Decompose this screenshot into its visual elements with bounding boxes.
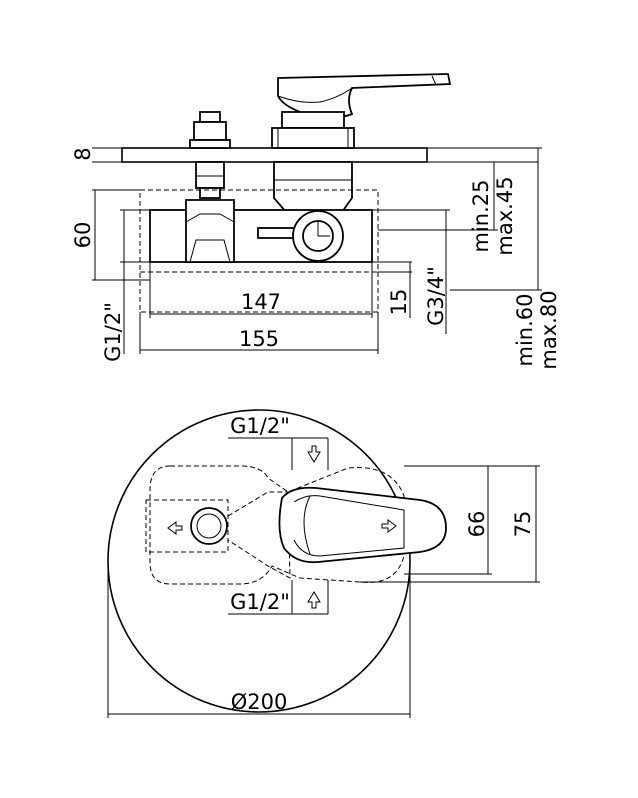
diverter-knob-side <box>189 111 231 199</box>
dim-height-outer: 75 <box>360 465 540 583</box>
dim-width-inner: 147 <box>149 262 373 318</box>
dim-total-depth: min.60 max.80 <box>427 147 561 370</box>
label-width-outer: 155 <box>239 327 279 351</box>
dim-inlet-bottom: G1/2" <box>228 580 329 615</box>
label-inlet-top: G1/2" <box>230 414 290 438</box>
box-outline-front-dashed <box>149 465 405 585</box>
label-body-height: 60 <box>71 222 95 249</box>
cover-plate <box>121 147 428 163</box>
dim-outlet-thread: G3/4" <box>372 209 450 334</box>
arrow-down-icon <box>307 445 321 463</box>
dim-depth-range: min.25 max.45 <box>378 161 538 256</box>
lever-handle-front <box>278 486 447 564</box>
diverter-knob-front <box>190 507 228 545</box>
label-height-outer: 75 <box>511 511 535 538</box>
label-depth-max: max.45 <box>493 176 517 255</box>
lever-handle-side <box>271 73 452 149</box>
dim-inlet-top: G1/2" <box>228 414 329 470</box>
flow-arrows <box>167 445 397 609</box>
dim-plate-thickness: 8 <box>71 147 122 163</box>
dim-width-outer: 155 <box>139 312 379 354</box>
cartridge-side <box>273 161 353 213</box>
side-view: 8 60 G1/2" 147 155 <box>71 73 561 370</box>
label-width-inner: 147 <box>241 290 281 314</box>
label-offset: 15 <box>387 289 411 316</box>
dim-body-height: 60 <box>71 189 150 281</box>
cover-plate-front <box>107 409 411 713</box>
label-outlet-thread: G3/4" <box>424 266 448 326</box>
dim-inlet-thread-side: G1/2" <box>101 209 150 362</box>
label-inlet-thread-side: G1/2" <box>101 302 125 362</box>
box-outline-dashed <box>139 189 379 313</box>
label-total-max: max.80 <box>537 290 561 369</box>
arrow-up-icon <box>307 591 321 609</box>
front-view: G1/2" G1/2" 66 75 Ø200 <box>107 409 540 718</box>
label-inlet-bottom: G1/2" <box>230 590 290 614</box>
dim-offset: 15 <box>372 261 412 318</box>
label-total-min: min.60 <box>513 294 537 367</box>
label-plate-thickness: 8 <box>71 147 95 160</box>
dim-plate-diameter: Ø200 <box>107 561 411 718</box>
valve-body-side <box>149 199 373 263</box>
arrow-right-icon <box>381 519 397 533</box>
label-height-inner: 66 <box>465 511 489 538</box>
arrow-left-icon <box>167 521 183 535</box>
label-depth-min: min.25 <box>469 180 493 253</box>
label-plate-diameter: Ø200 <box>231 690 288 714</box>
